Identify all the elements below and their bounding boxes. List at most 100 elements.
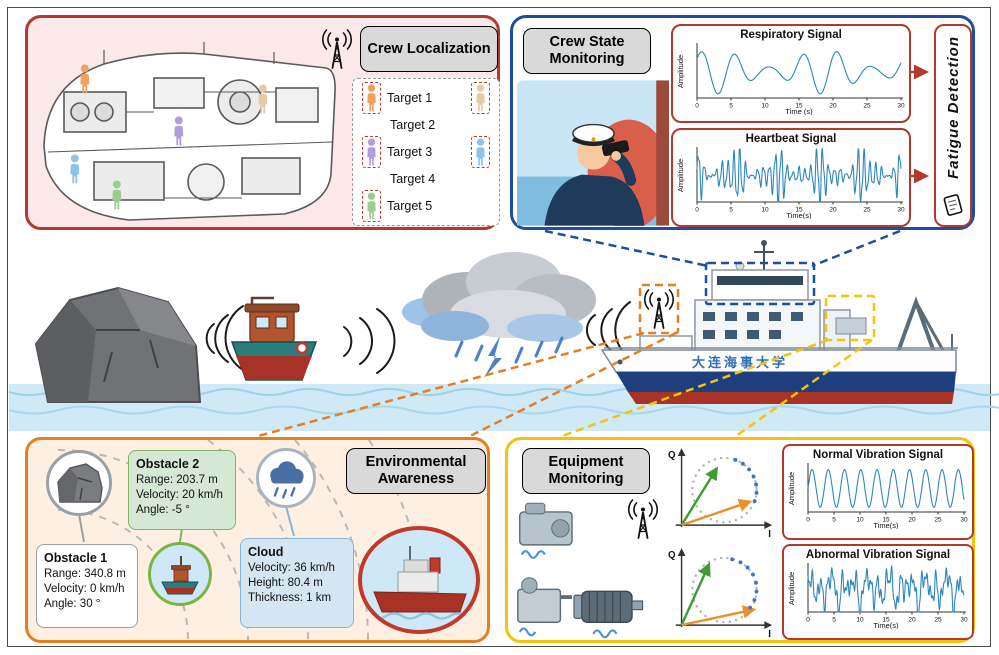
q-axis-label: Q xyxy=(668,550,676,561)
q-axis-label: Q xyxy=(668,450,676,461)
legend-row: Target 3 xyxy=(362,136,490,168)
machinery-illustration xyxy=(517,502,644,639)
chart-title: Heartbeat Signal xyxy=(745,133,837,145)
rock-thumbnail xyxy=(46,450,112,516)
ship-antenna-icon xyxy=(643,289,675,329)
research-ship-illustration: 大连海事大学 xyxy=(600,240,958,404)
svg-text:10: 10 xyxy=(761,207,769,214)
cloud-thickness: Thickness: 1 km xyxy=(248,592,332,605)
svg-text:25: 25 xyxy=(934,517,942,524)
svg-text:15: 15 xyxy=(795,207,803,214)
svg-text:20: 20 xyxy=(829,103,837,110)
svg-text:Time(s): Time(s) xyxy=(873,521,899,529)
iq-diagram-normal: Q I xyxy=(668,448,773,540)
arrow-right-icon xyxy=(911,168,929,184)
environmental-title: Environmental Awareness xyxy=(346,448,486,494)
obstacle1-card: Obstacle 1 Range: 340.8 m Velocity: 0 km… xyxy=(36,544,138,628)
crew-localization-title: Crew Localization xyxy=(360,26,498,72)
engine-room-illustration xyxy=(43,42,336,221)
target1-person-icon xyxy=(362,82,381,114)
svg-text:Amplitude: Amplitude xyxy=(787,472,796,505)
boat-thumbnail xyxy=(148,542,212,606)
obstacle2-title: Obstacle 2 xyxy=(136,457,200,471)
target4-person-icon xyxy=(471,136,490,168)
fishing-boat-illustration xyxy=(230,296,318,381)
svg-text:30: 30 xyxy=(897,207,905,214)
constellation-points xyxy=(733,457,759,504)
target2-person-icon xyxy=(471,82,490,114)
svg-text:25: 25 xyxy=(934,617,942,624)
svg-text:Time (s): Time (s) xyxy=(785,107,813,115)
svg-text:0: 0 xyxy=(695,103,699,110)
i-axis-label: I xyxy=(768,529,771,540)
svg-text:30: 30 xyxy=(960,517,968,524)
svg-text:Amplitude: Amplitude xyxy=(676,159,685,192)
svg-text:15: 15 xyxy=(882,617,890,624)
dashed-link-yellow xyxy=(561,294,876,438)
target-label: Target 5 xyxy=(387,199,433,213)
svg-text:Amplitude: Amplitude xyxy=(676,55,685,88)
sea-wave-line xyxy=(8,405,999,415)
obstacle1-range: Range: 340.8 m xyxy=(44,568,126,581)
svg-text:0: 0 xyxy=(806,617,810,624)
captain-illustration xyxy=(517,80,669,226)
svg-text:20: 20 xyxy=(908,617,916,624)
rain-drops xyxy=(454,336,564,364)
target3-person-icon xyxy=(362,136,381,168)
svg-text:Amplitude: Amplitude xyxy=(787,572,796,605)
panel-crew-state: Crew State Monitoring Respiratory Signal… xyxy=(510,15,975,230)
ship-name-text: 大连海事大学 xyxy=(692,355,788,370)
iq-diagram-abnormal: Q I xyxy=(668,548,773,640)
legend-row: Target 5 xyxy=(362,190,490,222)
sonar-waves-right xyxy=(343,308,396,374)
target-label: Target 3 xyxy=(387,145,433,159)
arrow-right-icon xyxy=(911,64,929,80)
obstacle2-angle: Angle: -5 ° xyxy=(136,504,190,517)
chart-title: Normal Vibration Signal xyxy=(812,449,944,461)
dashed-link-blue xyxy=(544,229,901,306)
sonar-waves-left xyxy=(205,305,244,371)
cloud-velocity: Velocity: 36 km/h xyxy=(248,562,335,575)
svg-text:15: 15 xyxy=(795,103,803,110)
svg-text:15: 15 xyxy=(882,517,890,524)
cloud-title: Cloud xyxy=(248,545,284,559)
svg-text:10: 10 xyxy=(856,617,864,624)
storm-cloud-illustration xyxy=(402,252,596,378)
ocean-scene: 大连海事大学 xyxy=(8,229,999,438)
cloud-thumbnail xyxy=(256,448,316,508)
svg-text:10: 10 xyxy=(856,517,864,524)
legend-row: Target 2 xyxy=(362,112,490,138)
target-label: Target 2 xyxy=(390,118,436,132)
legend-row: Target 4 xyxy=(362,166,490,192)
svg-text:Time(s): Time(s) xyxy=(873,621,899,629)
svg-text:0: 0 xyxy=(806,517,810,524)
target-label: Target 1 xyxy=(387,91,433,105)
panel-crew-localization: Crew Localization Target 1 Target 2 Targ… xyxy=(25,15,500,230)
ship-thumbnail xyxy=(358,526,480,634)
cloud-height: Height: 80.4 m xyxy=(248,577,323,590)
i-axis-label: I xyxy=(768,629,771,640)
obstacle1-velocity: Velocity: 0 km/h xyxy=(44,583,125,596)
constellation-points xyxy=(730,557,759,610)
svg-text:30: 30 xyxy=(897,103,905,110)
target-label: Target 4 xyxy=(390,172,436,186)
svg-text:5: 5 xyxy=(729,103,733,110)
svg-text:5: 5 xyxy=(832,517,836,524)
svg-text:0: 0 xyxy=(695,207,699,214)
panel-equipment: Equipment Monitoring Q I xyxy=(505,437,975,643)
crew-state-title: Crew State Monitoring xyxy=(523,28,651,74)
target-legend: Target 1 Target 2 Target 3 Target 4 Targ… xyxy=(352,78,500,226)
svg-text:Time(s): Time(s) xyxy=(786,211,812,219)
svg-text:20: 20 xyxy=(829,207,837,214)
svg-text:20: 20 xyxy=(908,517,916,524)
chart-title: Abnormal Vibration Signal xyxy=(805,549,951,561)
fatigue-detection-label: Fatigue Detection xyxy=(944,36,962,179)
obstacle2-card: Obstacle 2 Range: 203.7 m Velocity: 20 k… xyxy=(128,450,236,530)
